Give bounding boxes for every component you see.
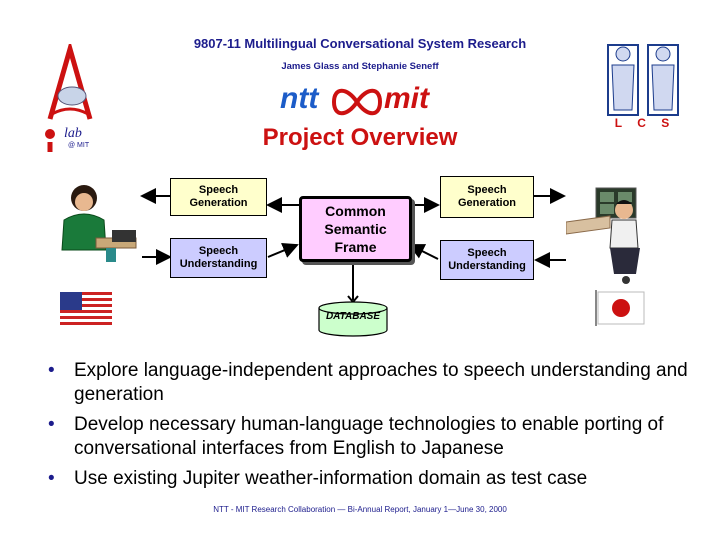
bullet-text: Use existing Jupiter weather-information… [74, 468, 588, 489]
list-item: • Develop necessary human-language techn… [48, 413, 708, 461]
page-title: Project Overview [262, 124, 458, 151]
database-label: DATABASE [325, 311, 381, 322]
lcs-figures-graphic [607, 44, 679, 116]
list-item: • Explore language-independent approache… [48, 359, 708, 407]
bullet-dot-icon: • [48, 360, 55, 381]
common-semantic-frame-box: Common Semantic Frame [299, 196, 412, 262]
footer-text: NTT - MIT Research Collaboration — Bi-An… [213, 505, 507, 514]
left-speech-generation-box: Speech Generation [170, 178, 267, 216]
mit-logo-text: mit [384, 82, 429, 115]
lcs-logo: L C S [598, 40, 688, 132]
list-item: • Use existing Jupiter weather-informati… [48, 467, 708, 491]
lcs-logo-letters: L C S [614, 116, 676, 130]
ilab-logo-text: lab [64, 126, 82, 141]
bullet-list: • Explore language-independent approache… [48, 359, 708, 497]
ilab-logo-sub: @ MIT [68, 142, 90, 149]
ilab-logo-graphic [45, 44, 93, 152]
ilab-logo: lab @ MIT [30, 44, 120, 154]
left-und-to-frame-arrow [267, 242, 299, 258]
us-flag-icon [60, 292, 112, 328]
infinity-icon [332, 88, 382, 116]
right-speech-generation-box: Speech Generation [440, 176, 534, 218]
bullet-dot-icon: • [48, 468, 55, 489]
project-line: 9807-11 Multilingual Conversational Syst… [193, 36, 527, 51]
bullet-text: Develop necessary human-language technol… [74, 414, 664, 459]
english-speaker-illustration [61, 185, 137, 262]
japanese-speaker-illustration [566, 187, 640, 284]
bullet-text: Explore language-independent approaches … [74, 360, 688, 405]
authors-line: James Glass and Stephanie Seneff [281, 61, 439, 72]
japan-flag-icon [595, 290, 645, 326]
database-icon [318, 301, 388, 337]
right-und-to-frame-arrow [408, 244, 439, 260]
left-speech-understanding-box: Speech Understanding [170, 238, 267, 278]
right-speech-understanding-box: Speech Understanding [440, 240, 534, 280]
bullet-dot-icon: • [48, 414, 55, 435]
ntt-logo-text: ntt [280, 82, 319, 115]
ntt-mit-logo: ntt mit [280, 82, 440, 122]
